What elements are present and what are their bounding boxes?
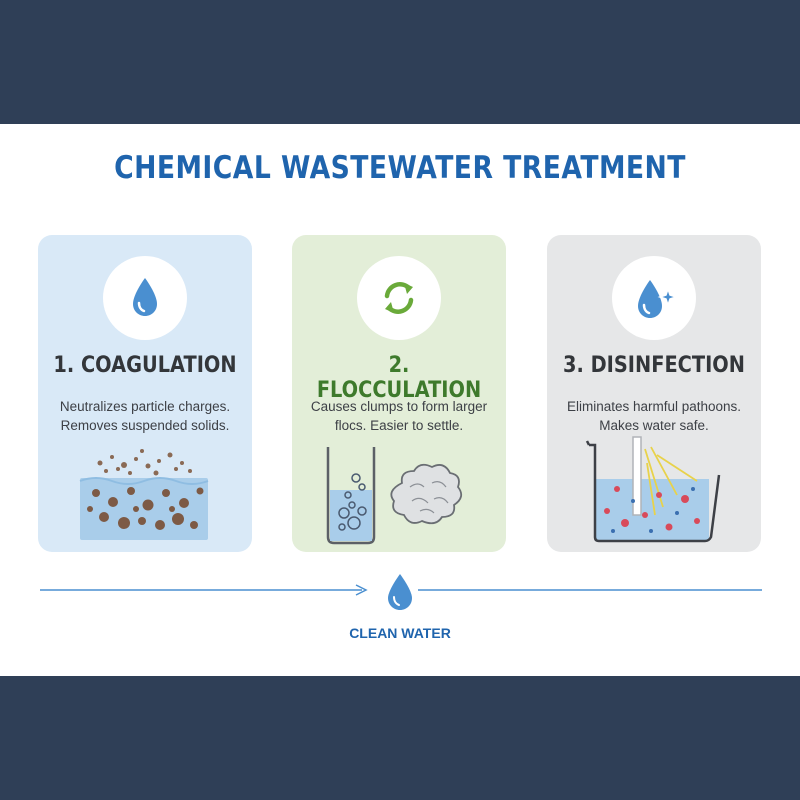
process-flow-arrow bbox=[40, 584, 762, 596]
page-title: CHEMICAL WASTEWATER TREATMENT bbox=[114, 150, 686, 186]
description-line: Neutralizes particle charges. bbox=[59, 399, 231, 414]
sediment-water-illustration bbox=[79, 449, 209, 540]
description-line: Removes suspended solids. bbox=[60, 418, 230, 433]
description-line: Makes water safe. bbox=[599, 418, 709, 433]
recycle-arrows-icon bbox=[384, 282, 414, 314]
icon-badge bbox=[612, 256, 696, 340]
icon-badge bbox=[357, 256, 441, 340]
step-title: 1. COAGULATION bbox=[53, 353, 237, 378]
description-line: Causes clumps to form larger bbox=[310, 399, 488, 414]
sparkle-drop-icon bbox=[638, 280, 679, 318]
step-description: Eliminates harmful pathoons. Makes water… bbox=[553, 397, 755, 435]
step-description: Neutralizes particle charges. Removes su… bbox=[44, 397, 246, 435]
water-drop-icon bbox=[133, 278, 157, 316]
step-card-flocculation: 2. FLOCCULATION Causes clumps to form la… bbox=[292, 235, 506, 552]
step-title: 2. FLOCCULATION bbox=[316, 353, 482, 403]
step-card-coagulation: 1. COAGULATION Neutralizes particle char… bbox=[38, 235, 252, 552]
description-line: flocs. Easier to settle. bbox=[334, 418, 464, 433]
step-description: Causes clumps to form larger flocs. Easi… bbox=[298, 397, 500, 435]
clean-water-label: CLEAN WATER bbox=[349, 625, 451, 641]
clean-water-drop-icon bbox=[388, 574, 412, 610]
description-line: Eliminates harmful pathoons. bbox=[566, 399, 742, 414]
icon-badge bbox=[103, 256, 187, 340]
floc-beaker-illustration bbox=[326, 447, 463, 545]
step-title: 3. DISINFECTION bbox=[563, 353, 745, 378]
disinfection-beaker-illustration bbox=[585, 436, 721, 543]
step-card-disinfection: 3. DISINFECTION Eliminates harmful patho… bbox=[547, 235, 761, 552]
